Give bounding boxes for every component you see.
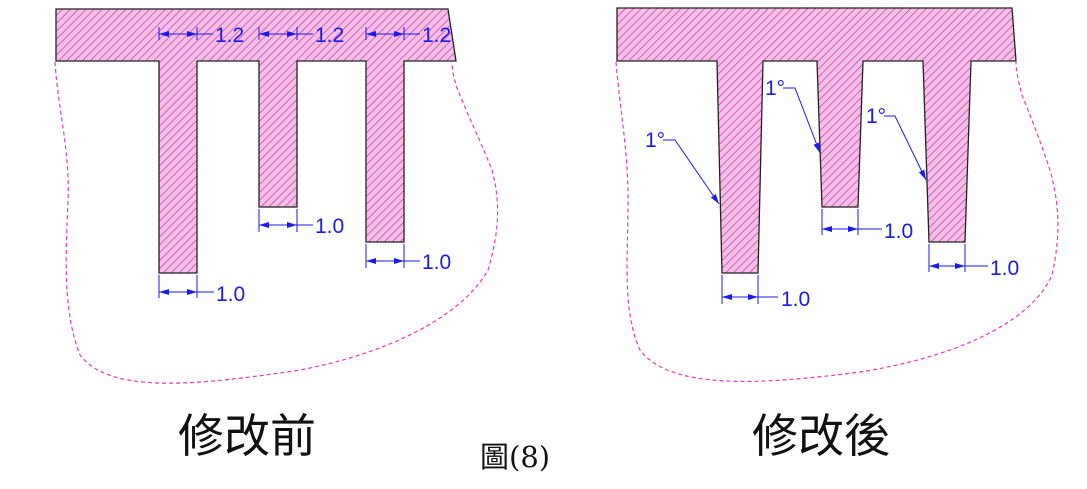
dimension-bottom-1 bbox=[158, 275, 214, 298]
dimension-bottom-after-2 bbox=[821, 209, 882, 235]
figure-caption: 圖(8) bbox=[480, 440, 551, 474]
draft-angle-leaders bbox=[663, 87, 927, 205]
dimension-labels-before: 1.2 1.2 1.2 1.0 1.0 1.0 bbox=[215, 24, 451, 306]
top-width-label-2: 1.2 bbox=[315, 24, 344, 47]
bottom-width-label-after-1: 1.0 bbox=[781, 288, 810, 311]
draft-angle-leader-1 bbox=[663, 139, 720, 205]
bottom-dimensions-before bbox=[158, 209, 420, 298]
caption-before: 修改前 bbox=[178, 409, 316, 463]
dimension-bottom-2 bbox=[258, 209, 313, 232]
bottom-width-label-3: 1.0 bbox=[422, 251, 451, 274]
bottom-width-label-2: 1.0 bbox=[315, 215, 344, 238]
dimension-bottom-3 bbox=[365, 244, 420, 268]
dimension-bottom-after-1 bbox=[721, 275, 778, 304]
bottom-width-label-after-3: 1.0 bbox=[990, 257, 1019, 280]
panel-after: 1° 1° 1° 1.0 1.0 1.0 bbox=[615, 7, 1059, 382]
bottom-width-label-1: 1.0 bbox=[216, 283, 245, 306]
draft-angle-leader-3 bbox=[884, 115, 927, 181]
dashed-outline-after bbox=[615, 61, 1059, 382]
dimension-bottom-after-3 bbox=[928, 244, 988, 272]
dimension-top-3 bbox=[365, 27, 420, 40]
draft-angle-label-2: 1° bbox=[765, 77, 785, 100]
top-width-label-1: 1.2 bbox=[215, 24, 244, 47]
rib-part-after bbox=[616, 7, 1017, 274]
top-dimensions-before bbox=[158, 27, 420, 40]
dimension-labels-after: 1° 1° 1° 1.0 1.0 1.0 bbox=[645, 77, 1019, 311]
dashed-outline-before bbox=[54, 61, 499, 384]
dimension-top-1 bbox=[158, 27, 213, 40]
panel-before: 1.2 1.2 1.2 1.0 1.0 1.0 bbox=[54, 8, 499, 384]
draft-angle-label-1: 1° bbox=[645, 129, 665, 152]
bottom-width-label-after-2: 1.0 bbox=[884, 220, 913, 243]
rib-part-before bbox=[55, 8, 457, 274]
draft-angle-label-3: 1° bbox=[866, 105, 886, 128]
dimension-top-2 bbox=[258, 27, 313, 40]
top-width-label-3: 1.2 bbox=[422, 24, 451, 47]
bottom-dimensions-after bbox=[721, 209, 988, 304]
draft-angle-leader-2 bbox=[783, 87, 821, 154]
caption-after: 修改後 bbox=[752, 409, 890, 463]
